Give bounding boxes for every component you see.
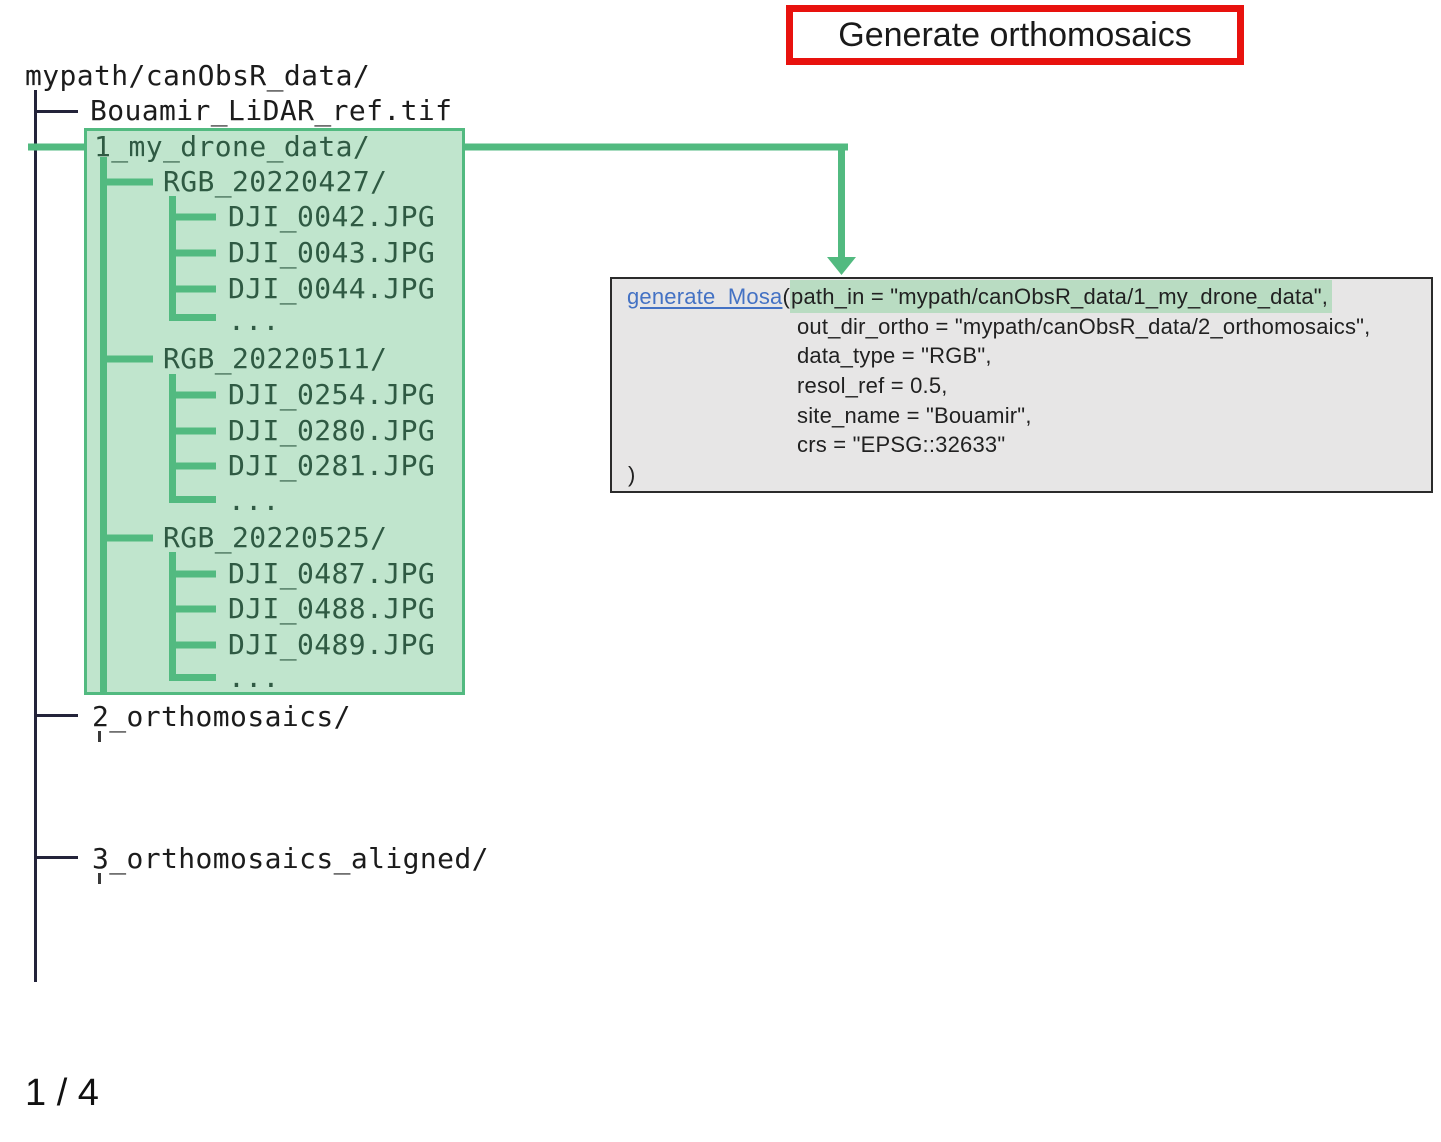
stray-mark-1 — [98, 731, 101, 742]
tree-item-dji-0043: DJI_0043.JPG — [228, 236, 436, 269]
tree-item-ellipsis-3: ... — [228, 661, 280, 694]
code-line-data-type: data_type = "RGB", — [797, 343, 992, 369]
tree-item-dji-0042: DJI_0042.JPG — [228, 200, 436, 233]
rgb3-branch-2 — [169, 605, 216, 613]
drone-data-highlight-box — [84, 128, 465, 695]
tree-connector-lines-green — [28, 143, 216, 692]
rgb3-trunk — [169, 552, 176, 681]
rgb2-branch-2 — [169, 427, 216, 435]
rgb3-branch-3 — [169, 641, 216, 649]
page-indicator: 1 / 4 — [25, 1072, 99, 1114]
tree-item-1-my-drone-data: 1_my_drone_data/ — [94, 130, 371, 163]
tree-item-bouamir-lidar-ref-tif: Bouamir_LiDAR_ref.tif — [90, 94, 453, 127]
rgb1-trunk — [169, 196, 176, 321]
tree-item-dji-0489: DJI_0489.JPG — [228, 628, 436, 661]
tree-item-ellipsis-1: ... — [228, 304, 280, 337]
tree-item-rgb-20220427: RGB_20220427/ — [163, 165, 388, 198]
open-paren: ( — [782, 284, 791, 309]
highlighted-path-in-arg: path_in = "mypath/canObsR_data/1_my_dron… — [790, 280, 1333, 313]
tree-item-dji-0254: DJI_0254.JPG — [228, 378, 436, 411]
code-box: generate_Mosa(path_in = "mypath/canObsR_… — [610, 277, 1433, 493]
rgb1-branch-3 — [169, 285, 216, 293]
rgb1-branch-1 — [169, 213, 216, 221]
code-line-close-paren: ) — [628, 462, 636, 488]
branch-rgb-20220427 — [100, 178, 153, 186]
branch-2-orthomosaics — [34, 714, 78, 717]
tree-connector-lines-dark — [34, 90, 78, 982]
tree-item-3-orthomosaics-aligned: 3_orthomosaics_aligned/ — [92, 842, 489, 875]
rgb2-branch-3 — [169, 462, 216, 470]
rgb3-branch-ellipsis — [169, 674, 216, 681]
stray-marks — [98, 731, 101, 884]
branch-bouamir — [34, 110, 78, 113]
code-line-call: generate_Mosa(path_in = "mypath/canObsR_… — [612, 280, 1431, 313]
rgb2-branch-ellipsis — [169, 496, 216, 503]
tree-item-dji-0487: DJI_0487.JPG — [228, 557, 436, 590]
flow-arrow — [463, 143, 856, 275]
drone-subtree-trunk — [100, 157, 107, 692]
tree-item-dji-0281: DJI_0281.JPG — [228, 449, 436, 482]
tree-item-dji-0280: DJI_0280.JPG — [228, 414, 436, 447]
rgb2-trunk — [169, 374, 176, 503]
branch-rgb-20220525 — [100, 534, 153, 542]
tree-root-path: mypath/canObsR_data/ — [25, 59, 371, 92]
tree-trunk-line — [34, 90, 37, 982]
flow-arrow-horizontal — [463, 143, 848, 151]
slide-title: Generate orthomosaics — [838, 15, 1192, 54]
branch-rgb-20220511 — [100, 355, 153, 363]
flow-arrow-vertical — [838, 143, 845, 260]
rgb1-branch-2 — [169, 249, 216, 257]
code-line-site-name: site_name = "Bouamir", — [797, 402, 1032, 428]
tree-item-dji-0044: DJI_0044.JPG — [228, 272, 436, 305]
tree-item-rgb-20220511: RGB_20220511/ — [163, 342, 388, 375]
rgb2-branch-1 — [169, 391, 216, 399]
branch-drone-data — [28, 143, 86, 151]
slide-title-box: Generate orthomosaics — [786, 5, 1244, 65]
rgb3-branch-1 — [169, 570, 216, 578]
generate-mosa-link[interactable]: generate_Mosa — [627, 284, 783, 309]
tree-item-ellipsis-2: ... — [228, 484, 280, 517]
code-line-crs: crs = "EPSG::32633" — [797, 432, 1006, 458]
code-line-out-dir-ortho: out_dir_ortho = "mypath/canObsR_data/2_o… — [797, 313, 1371, 339]
stray-mark-2 — [98, 873, 101, 884]
tree-item-rgb-20220525: RGB_20220525/ — [163, 521, 388, 554]
code-line-resol-ref: resol_ref = 0.5, — [797, 373, 948, 399]
branch-3-orthomosaics-aligned — [34, 856, 78, 859]
tree-item-2-orthomosaics: 2_orthomosaics/ — [92, 700, 351, 733]
flow-arrow-head — [827, 257, 856, 275]
tree-item-dji-0488: DJI_0488.JPG — [228, 592, 436, 625]
rgb1-branch-ellipsis — [169, 314, 216, 321]
